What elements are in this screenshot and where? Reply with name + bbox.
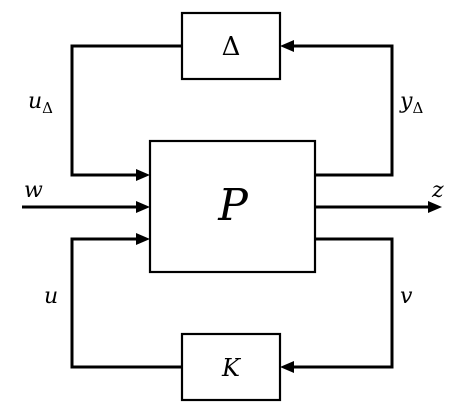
u-wire bbox=[70, 237, 182, 369]
z-label: z bbox=[431, 178, 444, 203]
u-arrowhead bbox=[136, 233, 150, 245]
u-delta-label: uΔ bbox=[28, 89, 53, 117]
w-label: w bbox=[24, 178, 43, 203]
v-wire bbox=[293, 237, 394, 369]
v-arrowhead bbox=[280, 361, 294, 373]
plant-block: P bbox=[148, 139, 317, 274]
y-delta-label-sub: Δ bbox=[412, 99, 423, 117]
u-label: u bbox=[44, 284, 58, 309]
u-delta-wire bbox=[70, 44, 182, 177]
controller-block-label: K bbox=[221, 354, 242, 382]
y-delta-label-base: y bbox=[399, 89, 413, 114]
y-delta-label: yΔ bbox=[399, 89, 423, 117]
controller-block: K bbox=[180, 332, 282, 402]
delta-block-label: Δ bbox=[222, 32, 241, 62]
y-delta-wire bbox=[293, 44, 394, 177]
y-delta-arrowhead bbox=[280, 40, 294, 52]
u-delta-label-base: u bbox=[28, 89, 42, 114]
z-arrowhead bbox=[428, 201, 442, 213]
w-arrowhead bbox=[136, 201, 150, 213]
v-label: v bbox=[400, 284, 413, 309]
u-delta-arrowhead bbox=[136, 169, 150, 181]
delta-block: Δ bbox=[180, 11, 282, 81]
plant-block-label: P bbox=[217, 180, 249, 231]
u-delta-label-sub: Δ bbox=[42, 99, 53, 117]
